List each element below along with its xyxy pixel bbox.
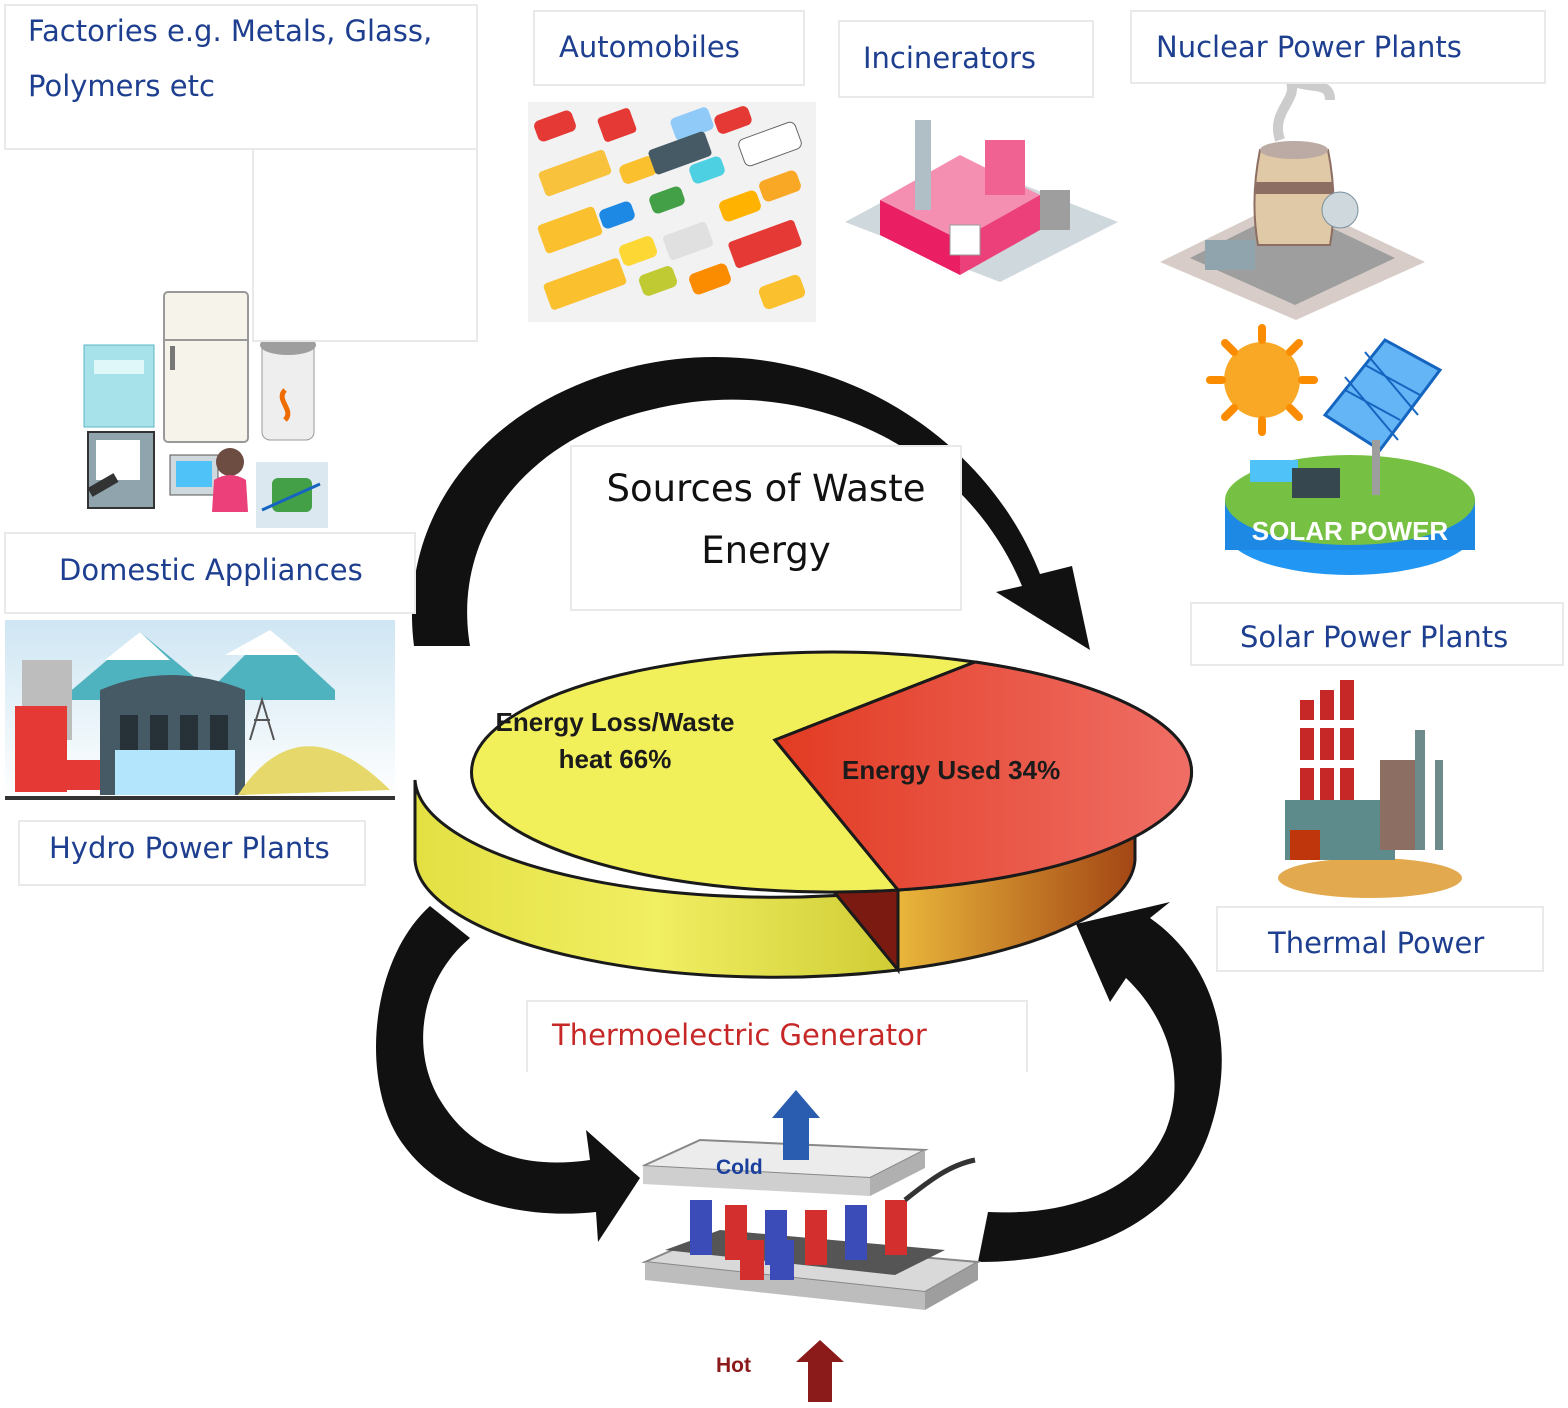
hydro-plant-illustration xyxy=(5,620,395,800)
hydro-box xyxy=(18,820,366,886)
hydro-label: Hydro Power Plants xyxy=(49,831,330,865)
teg-title: Thermoelectric Generator xyxy=(552,1018,927,1052)
cycle-arrows xyxy=(376,357,1222,1262)
solar-label: Solar Power Plants xyxy=(1240,620,1509,654)
teg-cold-label: Cold xyxy=(716,1156,763,1179)
cold-arrow-icon xyxy=(772,1090,820,1160)
factories-box xyxy=(4,4,478,150)
domestic-box xyxy=(4,532,416,614)
left-curved-arrow xyxy=(376,906,640,1242)
diagram-title-line-1: Sources of Waste xyxy=(606,467,926,510)
right-curved-arrow xyxy=(978,902,1222,1262)
automobiles-label: Automobiles xyxy=(559,30,740,64)
nuclear-label: Nuclear Power Plants xyxy=(1156,30,1462,64)
thermal-box xyxy=(1216,906,1544,972)
pie-label-loss: Energy Loss/Waste heat 66% xyxy=(486,704,744,778)
solar-plant-illustration: SOLAR POWER xyxy=(1206,324,1475,575)
pie-label-loss-line-1: Energy Loss/Waste xyxy=(495,707,735,737)
diagram-title-line-2: Energy xyxy=(701,529,831,572)
top-curved-arrow xyxy=(411,357,1091,650)
teg-illustration xyxy=(641,1090,982,1402)
automobiles-illustration xyxy=(528,102,816,322)
diagram-title: Sources of Waste Energy xyxy=(570,458,962,582)
pie-label-used: Energy Used 34% xyxy=(842,755,1061,785)
factories-label: Factories e.g. Metals, Glass, Polymers e… xyxy=(28,4,432,114)
pie-chart xyxy=(413,650,1193,979)
teg-hot-label: Hot xyxy=(716,1354,751,1377)
nuclear-plant-illustration xyxy=(1160,68,1425,320)
factories-image-box xyxy=(252,150,478,342)
teg-box xyxy=(526,1000,1028,1072)
factories-label-line-1: Factories e.g. Metals, Glass, xyxy=(28,14,433,48)
incinerator-illustration xyxy=(845,120,1118,282)
incinerators-label: Incinerators xyxy=(863,41,1036,75)
title-box xyxy=(570,445,962,611)
solar-box xyxy=(1190,602,1564,666)
pie-label-loss-line-2: heat 66% xyxy=(558,744,672,774)
automobiles-box xyxy=(533,10,805,86)
thermal-label: Thermal Power xyxy=(1268,926,1485,960)
nuclear-box xyxy=(1130,10,1546,84)
domestic-appliances-illustration xyxy=(83,291,328,528)
solar-badge-text: SOLAR POWER xyxy=(1252,516,1449,546)
factories-label-line-2: Polymers etc xyxy=(28,69,215,104)
incinerators-box xyxy=(838,20,1094,98)
hot-arrow-icon xyxy=(796,1340,844,1402)
thermal-plant-illustration xyxy=(1278,680,1462,898)
domestic-label: Domestic Appliances xyxy=(59,553,363,587)
